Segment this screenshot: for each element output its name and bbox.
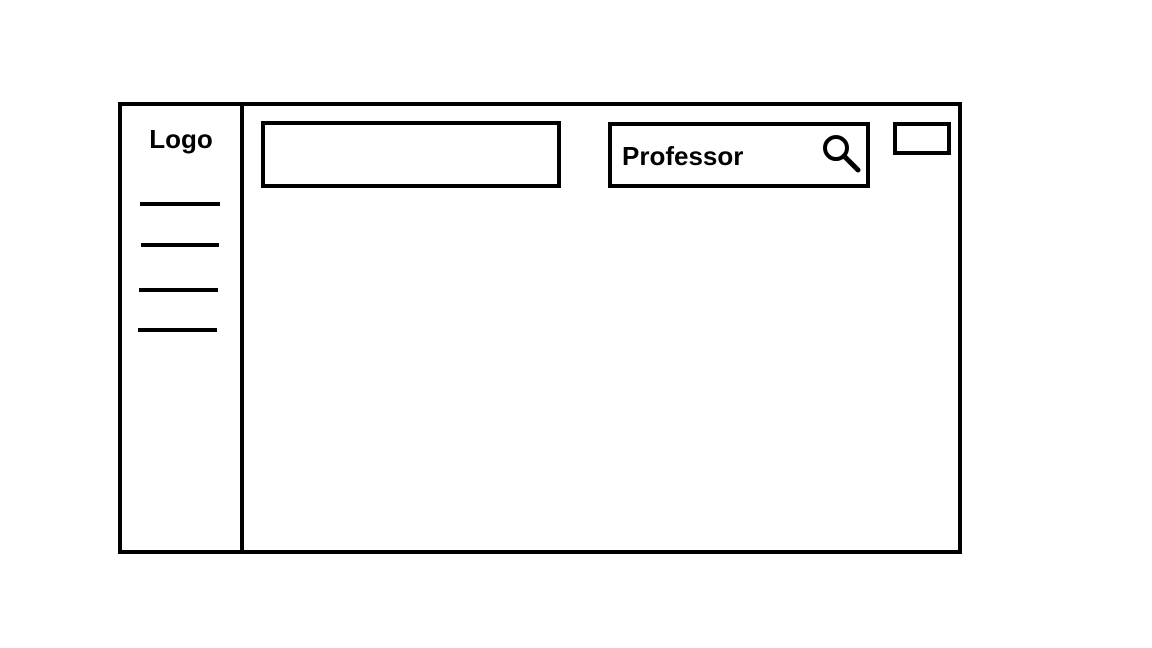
sidebar-item-1[interactable]: [140, 202, 220, 206]
sidebar-item-2[interactable]: [141, 243, 219, 247]
search-icon[interactable]: [818, 130, 866, 178]
sidebar: Logo: [122, 106, 244, 550]
app-window: Logo: [118, 102, 962, 554]
sidebar-item-4[interactable]: [138, 328, 217, 332]
sidebar-item-3[interactable]: [139, 288, 218, 292]
logo[interactable]: Logo: [149, 124, 213, 154]
search-bar[interactable]: [608, 122, 870, 188]
title-bar: [261, 121, 561, 188]
corner-button[interactable]: [893, 122, 951, 155]
search-input[interactable]: [622, 138, 812, 174]
